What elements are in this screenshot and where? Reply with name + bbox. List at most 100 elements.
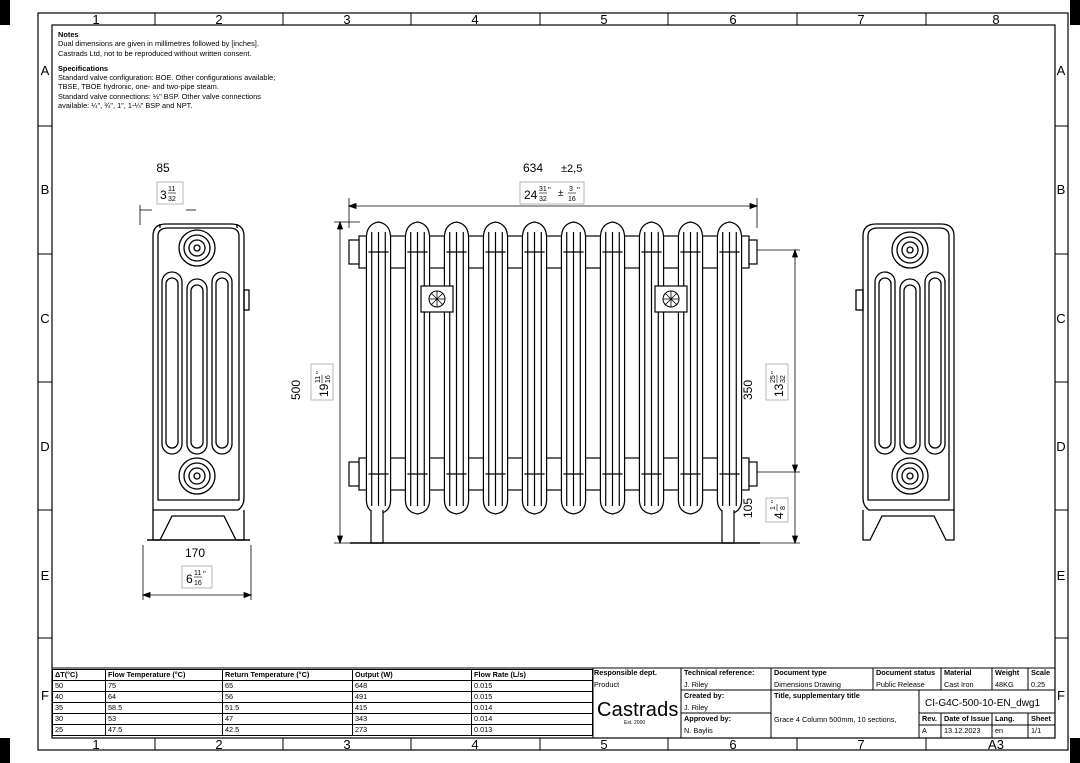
col-label: 7 bbox=[857, 12, 864, 27]
row-label: B bbox=[1057, 182, 1066, 197]
foot bbox=[721, 510, 735, 544]
col-label: 5 bbox=[600, 737, 607, 752]
foot-mm: 170 bbox=[185, 546, 205, 560]
tech-ref: J. Riley bbox=[684, 680, 708, 689]
table-cell: 42.5 bbox=[222, 724, 353, 736]
spec-line: Standard valve configuration: BOE. Other… bbox=[58, 73, 276, 83]
title-label: Title, supplementary title bbox=[774, 691, 860, 700]
zone-labels: 1 2 3 4 5 6 7 8 1 2 3 4 5 6 7 A3 A B C D… bbox=[40, 12, 1065, 752]
row-label: B bbox=[41, 182, 50, 197]
svg-text:3: 3 bbox=[569, 186, 573, 193]
table-cell: 50 bbox=[52, 680, 106, 692]
table-cell: 47.5 bbox=[105, 724, 223, 736]
col-label: 6 bbox=[729, 737, 736, 752]
depth-mm: 85 bbox=[156, 161, 170, 175]
floor-inch: 4 1 8 " bbox=[765, 497, 789, 523]
table-cell: 64 bbox=[105, 691, 223, 703]
centres-mm: 350 bbox=[741, 380, 755, 400]
table-header: Return Temperature (°C) bbox=[222, 669, 353, 681]
end-bush bbox=[348, 461, 360, 487]
doc-type-label: Document type bbox=[774, 668, 827, 677]
table-cell: 75 bbox=[105, 680, 223, 692]
table-row: 25 47.5 42.5 273 0.013 bbox=[52, 724, 593, 736]
table-cell: 0.014 bbox=[471, 702, 593, 714]
table-cell: 30 bbox=[52, 713, 106, 725]
created-by: J. Riley bbox=[684, 703, 708, 712]
table-cell: 58.5 bbox=[105, 702, 223, 714]
side-view-right bbox=[855, 223, 955, 541]
width-mm: 634 bbox=[523, 161, 543, 175]
lang: en bbox=[995, 726, 1004, 735]
col-label: 3 bbox=[343, 12, 350, 27]
tech-ref-label: Technical reference: bbox=[684, 668, 755, 677]
table-cell: 35 bbox=[52, 702, 106, 714]
col-label: 2 bbox=[215, 737, 222, 752]
table-cell: 65 bbox=[222, 680, 353, 692]
notes-line: Dual dimensions are given in millimetres… bbox=[58, 39, 259, 49]
row-label: A bbox=[41, 63, 50, 78]
row-label: D bbox=[1056, 439, 1065, 454]
svg-text:16: 16 bbox=[568, 196, 576, 203]
svg-text:31: 31 bbox=[539, 186, 547, 193]
svg-text:16: 16 bbox=[325, 375, 332, 383]
depth-inch: 3 11 32 bbox=[156, 181, 184, 205]
zone-ticks bbox=[38, 13, 1068, 750]
col-label: 2 bbox=[215, 12, 222, 27]
table-header: Flow Temperature (°C) bbox=[105, 669, 223, 681]
table-cell: 51.5 bbox=[222, 702, 353, 714]
svg-text:": " bbox=[577, 186, 580, 195]
height-inch: 19 11 16 " bbox=[310, 363, 334, 401]
table-row: 50 75 65 648 0.015 bbox=[52, 680, 593, 692]
svg-text:13: 13 bbox=[772, 383, 786, 397]
row-label: E bbox=[41, 568, 50, 583]
svg-text:11: 11 bbox=[315, 376, 322, 383]
date-label: Date of Issue bbox=[944, 714, 990, 723]
col-label: 4 bbox=[471, 12, 478, 27]
foot-inch: 6 11 16 " bbox=[181, 565, 213, 589]
foot bbox=[370, 510, 384, 544]
material-label: Material bbox=[944, 668, 972, 677]
weight: 48KG bbox=[995, 680, 1014, 689]
row-label: F bbox=[41, 688, 49, 703]
row-label: C bbox=[1056, 311, 1065, 326]
rev: A bbox=[922, 726, 927, 735]
scale: 0.25 bbox=[1031, 680, 1046, 689]
dimension-lines bbox=[139, 198, 800, 600]
centres-inch: 13 25 32 " bbox=[765, 363, 789, 401]
table-cell: 0.013 bbox=[471, 724, 593, 736]
end-bush bbox=[748, 461, 758, 487]
col-label: 1 bbox=[92, 737, 99, 752]
col-label: 1 bbox=[92, 12, 99, 27]
spec-line: Standard valve connections: ½" BSP. Othe… bbox=[58, 91, 261, 101]
inch-dimensions: 3 11 32 6 11 16 " 24 31 32 " ± 3 16 " bbox=[156, 181, 789, 589]
svg-text:": " bbox=[548, 186, 551, 195]
col-label: 7 bbox=[857, 737, 864, 752]
notes-line: Castrads Ltd, not to be reproduced witho… bbox=[58, 48, 252, 58]
col-label: 4 bbox=[471, 737, 478, 752]
col-label: 8 bbox=[992, 12, 999, 27]
material: Cast Iron bbox=[944, 680, 974, 689]
table-header: Output (W) bbox=[352, 669, 472, 681]
corner-mark bbox=[0, 738, 10, 763]
title: Grace 4 Column 500mm, 10 sections, bbox=[774, 715, 897, 724]
document-id: CI-G4C-500-10-EN_dwg1 bbox=[925, 698, 1041, 709]
sheet-label: Sheet bbox=[1031, 714, 1051, 723]
row-label: C bbox=[40, 311, 49, 326]
weight-label: Weight bbox=[995, 668, 1020, 677]
col-label: 5 bbox=[600, 12, 607, 27]
dimension-texts: 85 170 634 ±2,5 500 350 105 bbox=[156, 161, 755, 560]
table-header-row: ΔT(°C) Flow Temperature (°C) Return Temp… bbox=[52, 669, 593, 681]
svg-text:25: 25 bbox=[770, 375, 777, 383]
width-inch: 24 31 32 " ± 3 16 " bbox=[519, 181, 585, 205]
table-cell: 491 bbox=[352, 691, 472, 703]
end-bush bbox=[348, 239, 360, 265]
approved-by-label: Approved by: bbox=[684, 714, 732, 723]
date: 13.12.2023 bbox=[944, 726, 981, 735]
floor-mm: 105 bbox=[741, 498, 755, 518]
air-vent-right bbox=[654, 285, 688, 313]
lang-label: Lang. bbox=[995, 714, 1015, 723]
svg-text:": " bbox=[315, 371, 324, 374]
size-label: A3 bbox=[988, 737, 1004, 752]
table-cell: 53 bbox=[105, 713, 223, 725]
table-cell: 40 bbox=[52, 691, 106, 703]
